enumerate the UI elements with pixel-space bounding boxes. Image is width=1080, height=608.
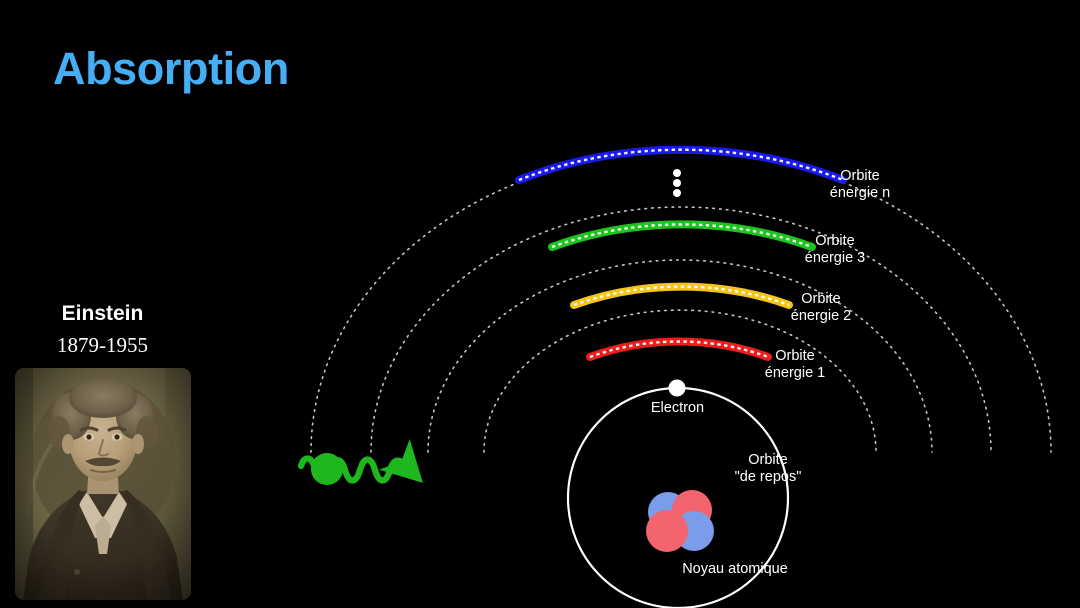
electron-dot	[668, 379, 686, 397]
trajectory-arc-n	[310, 151, 1052, 453]
orbit-energy-3-label: Orbite énergie 3	[804, 233, 866, 266]
orbit-ellipsis-dots	[673, 169, 681, 197]
orbit-energy-n-label: Orbite énergie n	[829, 168, 891, 201]
orbit-band-energy-1	[586, 337, 772, 361]
portrait-name-label: Einstein	[61, 302, 144, 325]
portrait-dates-label: 1879-1955	[57, 333, 148, 357]
orbit-energy-2-label: Orbite énergie 2	[790, 291, 852, 324]
einstein-portrait-photo	[15, 368, 191, 600]
orbit-band-energy-2	[570, 282, 793, 309]
incident-photon	[297, 439, 423, 485]
rest-orbit-label: Orbite "de repos"	[734, 452, 802, 485]
electron-label: Electron	[650, 400, 705, 416]
photon-particle-dot	[311, 453, 343, 485]
atomic-nucleus	[646, 490, 714, 552]
trajectory-arc-1	[483, 309, 877, 453]
orbit-band-energy-n	[515, 145, 847, 184]
orbit-energy-1-label: Orbite énergie 1	[764, 348, 826, 381]
orbit-trajectory-dotted-arcs	[310, 151, 1052, 453]
orbit-band-energy-3	[548, 220, 816, 251]
trajectory-arc-3	[370, 206, 992, 453]
page-title: Absorption	[53, 43, 289, 94]
trajectory-arc-2	[427, 259, 933, 453]
nucleon-proton-bottom-left	[646, 510, 688, 552]
nucleus-label: Noyau atomique	[682, 561, 788, 577]
